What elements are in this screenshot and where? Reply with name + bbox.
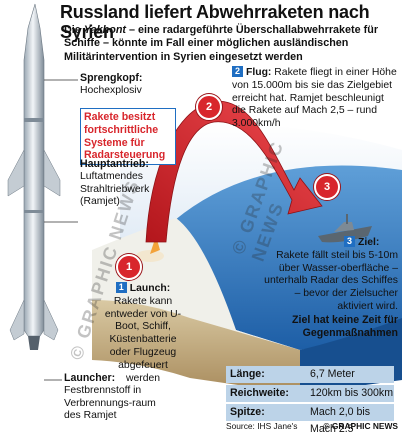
subtitle: Die Yakhont – eine radargeführte Übersch… bbox=[64, 24, 402, 64]
ziel-heading: Ziel: bbox=[358, 237, 380, 248]
launch-text: Rakete kann entweder von U-Boot, Schiff,… bbox=[104, 295, 182, 384]
missile-nozzle bbox=[28, 336, 40, 350]
radar-box: Rakete besitzt fortschrittliche Systeme … bbox=[80, 108, 176, 166]
subtitle-pre: Die bbox=[64, 24, 84, 36]
hauptantrieb-heading: Hauptantrieb: bbox=[80, 158, 149, 170]
launch-heading: Launch: bbox=[129, 283, 171, 294]
spec-value: 120km bis 300km bbox=[310, 387, 394, 399]
missile-fin-right bbox=[43, 299, 59, 341]
source-note: Source: IHS Jane's bbox=[226, 421, 298, 431]
step-2-badge: 2 bbox=[232, 66, 243, 77]
spec-key: Länge: bbox=[230, 368, 265, 380]
flug-text: Rakete fliegt in einer Höhe von 15.000m … bbox=[232, 67, 397, 130]
missile-band-2 bbox=[24, 210, 44, 213]
spec-value: Mach 2,0 bis Mach 2,5 bbox=[310, 406, 371, 432]
yakhont-missile bbox=[23, 3, 45, 337]
launcher-text: Festbrennstoff in Verbrennungs-raum des … bbox=[64, 384, 156, 422]
ship-mast bbox=[346, 214, 348, 224]
spec-row-spitze: Spitze: Mach 2,0 bis Mach 2,5 bbox=[226, 404, 394, 432]
marker-2: 2 bbox=[196, 94, 222, 120]
label-launcher: Launcher: Festbrennstoff in Verbrennungs… bbox=[64, 372, 164, 423]
missile-fin-left bbox=[9, 299, 25, 341]
launcher-heading: Launcher: bbox=[64, 372, 116, 384]
footer: Source: IHS Jane's © GRAPHIC NEWS bbox=[226, 421, 402, 431]
spec-value: 6,7 Meter bbox=[310, 368, 355, 380]
spec-key: Spitze: bbox=[230, 406, 265, 418]
trajectory-arrow bbox=[145, 100, 323, 243]
ship-hull bbox=[318, 226, 372, 243]
spec-key: Reichweite: bbox=[230, 387, 289, 399]
sea-surface bbox=[175, 165, 402, 350]
credit-note: © GRAPHIC NEWS bbox=[323, 421, 398, 431]
spec-row-reichweite: Reichweite: 120km bis 300km bbox=[226, 385, 394, 402]
missile-wing-right bbox=[43, 149, 61, 197]
subtitle-post: – eine radargeführte Überschallabwehrrak… bbox=[64, 24, 379, 63]
missile-band-1 bbox=[24, 118, 44, 122]
sprengkopf-text: Hochexplosiv bbox=[80, 84, 142, 96]
ziel-emphasis: Ziel hat keine Zeit für Gegenmaßnahmen bbox=[292, 313, 398, 339]
flug-heading: Flug: bbox=[246, 67, 272, 78]
marker-1: 1 bbox=[116, 254, 142, 280]
launch-smoke bbox=[136, 250, 164, 262]
sprengkopf-heading: Sprengkopf: bbox=[80, 72, 143, 84]
label-sprengkopf: Sprengkopf: Hochexplosiv bbox=[80, 72, 176, 98]
ziel-text: Rakete fällt steil bis 5-10m über Wasser… bbox=[264, 249, 398, 312]
page-title: Russland liefert Abwehrraketen nach Syri… bbox=[60, 2, 370, 42]
step-3-badge: 3 bbox=[344, 236, 355, 247]
step-1-badge: 1 bbox=[115, 282, 127, 293]
spec-row-laenge: Länge: 6,7 Meter bbox=[226, 366, 394, 383]
label-hauptantrieb: Hauptantrieb: Luftatmendes Strahltriebwe… bbox=[80, 158, 178, 209]
launch-flame bbox=[150, 236, 160, 254]
ship-superstructure bbox=[334, 222, 354, 232]
hauptantrieb-text: Luftatmendes Strahltriebwerk (Ramjet) bbox=[80, 170, 150, 208]
marker-3: 3 bbox=[314, 174, 340, 200]
missile-wing-left bbox=[7, 149, 25, 197]
subtitle-missile-name: Yakhont bbox=[83, 24, 127, 36]
